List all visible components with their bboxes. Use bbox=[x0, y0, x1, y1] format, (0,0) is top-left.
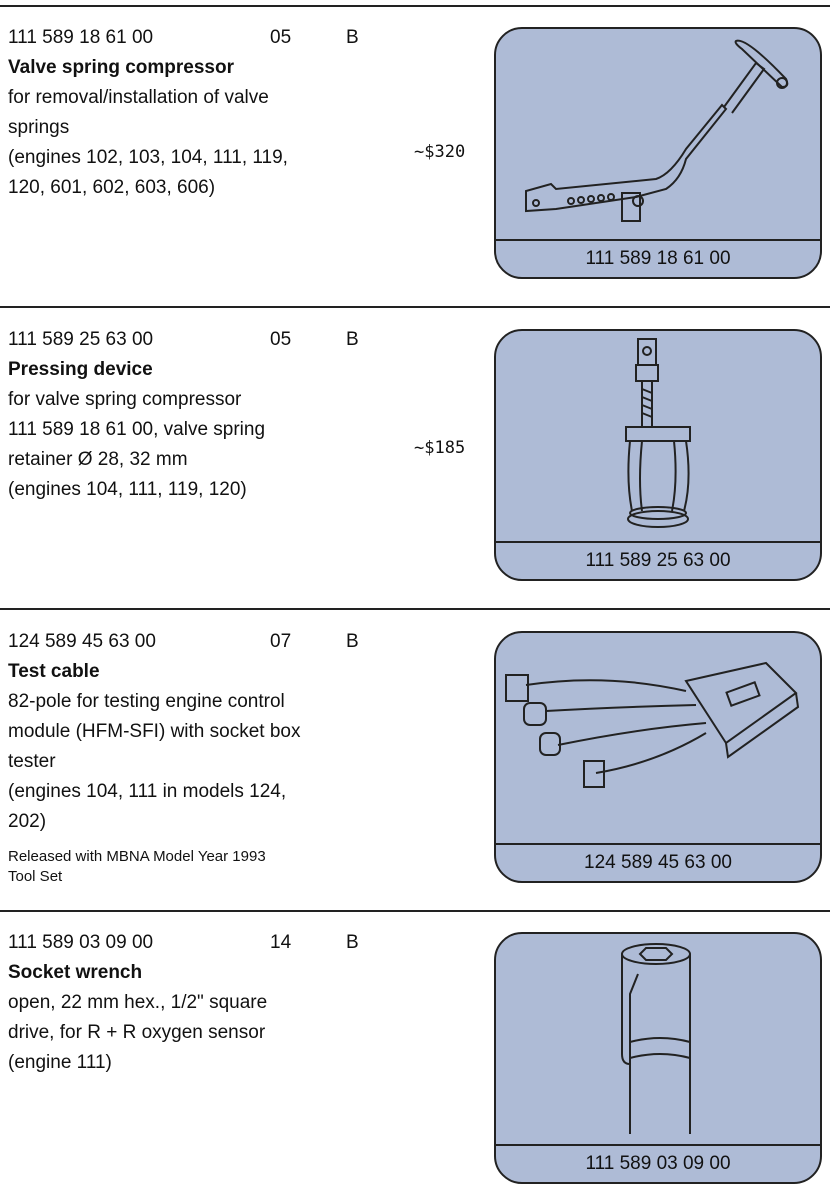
description-line: (engines 104, 111, 119, 120) bbox=[8, 479, 247, 500]
part-number: 111 589 18 61 00 bbox=[8, 27, 154, 48]
tool-entry-test-cable: 124 589 45 63 00 07 B Test cable 82-pole f… bbox=[8, 627, 478, 887]
illustration-caption: 124 589 45 63 00 bbox=[496, 843, 820, 881]
description-line: for valve spring compressor bbox=[8, 389, 242, 410]
socket-wrench-drawing bbox=[621, 943, 691, 1134]
release-note: Released with MBNA Model Year 1993 Tool … bbox=[8, 847, 478, 887]
valve-spring-compressor-drawing bbox=[525, 39, 789, 222]
part-number: 124 589 45 63 00 bbox=[8, 631, 156, 652]
illustration-caption: 111 589 03 09 00 bbox=[496, 1144, 820, 1182]
divider bbox=[0, 608, 830, 610]
release-note-line: Tool Set bbox=[8, 868, 63, 885]
class: B bbox=[346, 932, 359, 953]
part-number: 111 589 25 63 00 bbox=[8, 329, 154, 350]
tool-entry-socket-wrench: 111 589 03 09 00 14 B Socket wrench open, … bbox=[8, 928, 478, 1078]
tool-illustration: 111 589 18 61 00 bbox=[494, 27, 822, 279]
tool-name: Valve spring compressor bbox=[8, 57, 234, 78]
description-line: open, 22 mm hex., 1/2" square bbox=[8, 992, 268, 1013]
quantity: 14 bbox=[270, 932, 292, 953]
divider bbox=[0, 306, 830, 308]
illustration-caption: 111 589 25 63 00 bbox=[496, 541, 820, 579]
description-line: springs bbox=[8, 117, 70, 138]
tool-illustration: 111 589 25 63 00 bbox=[494, 329, 822, 581]
test-cable-drawing bbox=[505, 661, 800, 788]
illustration-caption: 111 589 18 61 00 bbox=[496, 239, 820, 277]
quantity: 05 bbox=[270, 329, 292, 350]
description-line: module (HFM-SFI) with socket box bbox=[8, 721, 301, 742]
divider bbox=[0, 5, 830, 7]
description-line: 120, 601, 602, 603, 606) bbox=[8, 177, 216, 198]
tool-illustration: 111 589 03 09 00 bbox=[494, 932, 822, 1184]
tool-entry-pressing-device: 111 589 25 63 00 05 B Pressing device for … bbox=[8, 325, 478, 505]
tool-name: Socket wrench bbox=[8, 962, 143, 983]
description-line: drive, for R + R oxygen sensor bbox=[8, 1022, 266, 1043]
class: B bbox=[346, 631, 359, 652]
divider bbox=[0, 910, 830, 912]
description-line: tester bbox=[8, 751, 56, 772]
description-line: retainer Ø 28, 32 mm bbox=[8, 449, 188, 470]
description-line: 202) bbox=[8, 811, 47, 832]
description-line: (engines 104, 111 in models 124, bbox=[8, 781, 287, 802]
quantity: 05 bbox=[270, 27, 292, 48]
pressing-device-drawing bbox=[625, 338, 691, 528]
description-line: 82-pole for testing engine control bbox=[8, 691, 285, 712]
release-note-line: Released with MBNA Model Year 1993 bbox=[8, 848, 266, 865]
tool-name: Test cable bbox=[8, 661, 100, 682]
description-line: 111 589 18 61 00, valve spring bbox=[8, 419, 266, 440]
class: B bbox=[346, 27, 359, 48]
description-line: for removal/installation of valve bbox=[8, 87, 269, 108]
tool-name: Pressing device bbox=[8, 359, 153, 380]
class: B bbox=[346, 329, 359, 350]
price-annotation: ~$185 bbox=[414, 438, 466, 458]
quantity: 07 bbox=[270, 631, 292, 652]
part-number: 111 589 03 09 00 bbox=[8, 932, 154, 953]
description-line: (engines 102, 103, 104, 111, 119, bbox=[8, 147, 288, 168]
price-annotation: ~$320 bbox=[414, 142, 466, 162]
description-line: (engine 111) bbox=[8, 1052, 112, 1073]
tool-entry-valve-spring-compressor: 111 589 18 61 00 05 B Valve spring compres… bbox=[8, 23, 478, 203]
tool-illustration: 124 589 45 63 00 bbox=[494, 631, 822, 883]
